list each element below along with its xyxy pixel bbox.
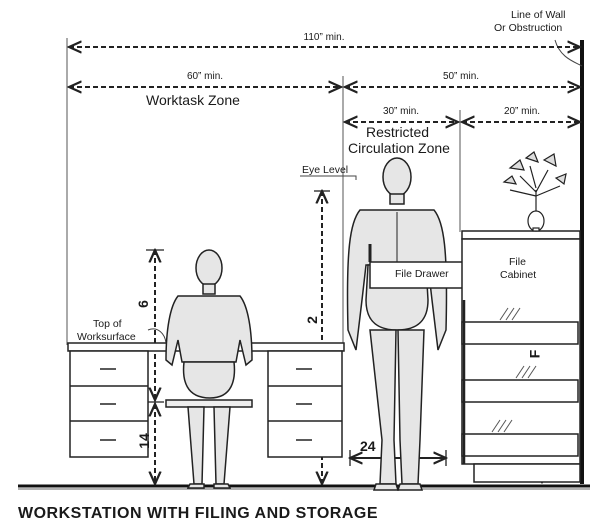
top-of-worksurface-label-1: Top of bbox=[93, 318, 122, 330]
dim-110-label: 110” min. bbox=[303, 32, 345, 43]
desk bbox=[67, 342, 345, 458]
file-cabinet bbox=[461, 230, 581, 483]
dim-50-label: 50” min. bbox=[442, 71, 480, 82]
restricted-zone-label-1: Restricted bbox=[366, 124, 430, 140]
code-two: 2 bbox=[303, 316, 320, 324]
floor-line bbox=[18, 484, 590, 490]
eye-level-label: Eye Level bbox=[302, 164, 349, 176]
code-f: F bbox=[526, 349, 543, 359]
code-twentyfour: 24 bbox=[360, 438, 376, 454]
wall-label-2: Or Obstruction bbox=[494, 22, 563, 34]
plant-in-vase bbox=[502, 151, 567, 232]
dimension-ticks bbox=[146, 190, 447, 466]
eye-level-leader bbox=[300, 175, 357, 180]
dim-20-label: 20” min. bbox=[503, 106, 541, 117]
reference-lines bbox=[66, 38, 461, 345]
dim-30-label: 30” min. bbox=[382, 106, 420, 117]
wall-label-1: Line of Wall bbox=[511, 9, 566, 21]
dim-60-label: 60” min. bbox=[186, 71, 224, 82]
file-drawer-label: File Drawer bbox=[395, 268, 449, 280]
top-of-worksurface-leader bbox=[147, 328, 167, 344]
code-nine: 6 bbox=[134, 300, 151, 308]
file-cabinet-label-2: Cabinet bbox=[500, 269, 537, 281]
code-fourteen: 14 bbox=[135, 433, 152, 449]
restricted-zone-label-2: Circulation Zone bbox=[348, 140, 450, 156]
seated-figure bbox=[165, 249, 253, 489]
worktask-zone-label: Worktask Zone bbox=[146, 92, 240, 108]
file-cabinet-label-1: File bbox=[509, 256, 526, 268]
chair bbox=[165, 399, 253, 408]
top-of-worksurface-label-2: Worksurface bbox=[77, 331, 136, 343]
diagram-title: WORKSTATION WITH FILING AND STORAGE bbox=[18, 505, 378, 522]
